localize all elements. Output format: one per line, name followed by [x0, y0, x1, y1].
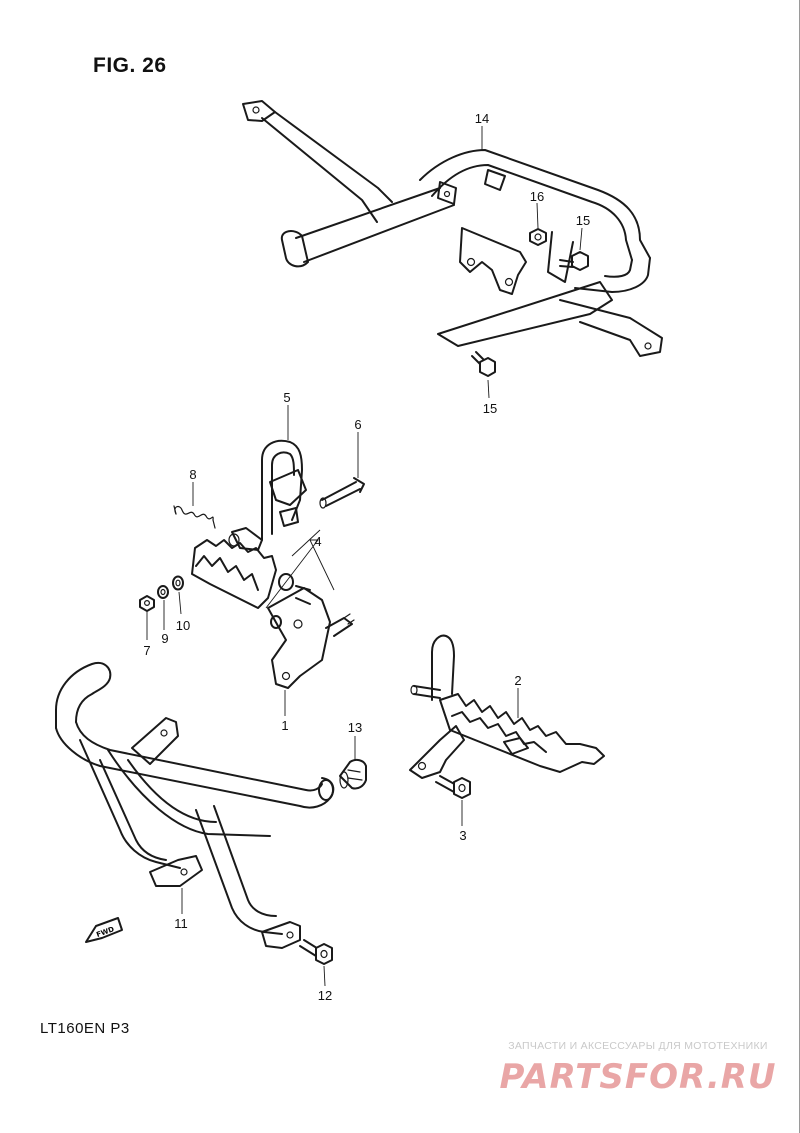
part-7-nut [139, 595, 155, 612]
part-3-bolt [435, 775, 471, 799]
callout-9: 9 [161, 631, 168, 646]
watermark-tagline: ЗАПЧАСТИ И АКСЕССУАРЫ ДЛЯ МОТОТЕХНИКИ [508, 1040, 768, 1052]
fwd-arrow-icon: FWD [85, 917, 123, 943]
callout-16: 16 [530, 189, 544, 204]
callout-2: 2 [514, 673, 521, 688]
callout-7: 7 [143, 643, 150, 658]
callout-12: 12 [318, 988, 332, 1003]
part-11-guard-tube [55, 662, 335, 949]
part-6-pin [319, 477, 365, 509]
part-1-footpeg-bracket [191, 527, 355, 689]
part-4-bracket-lines [265, 529, 335, 609]
part-15-bolt-lower [471, 351, 496, 377]
watermark-logo: PARTSFOR.RU [499, 1057, 776, 1097]
callout-13: 13 [348, 720, 362, 735]
part-5-heel-guard [261, 439, 307, 541]
callout-3: 3 [459, 828, 466, 843]
callout-1: 1 [281, 718, 288, 733]
part-16-nut [529, 228, 547, 246]
callout-15-lower: 15 [483, 401, 497, 416]
part-14-frame-bracket [242, 100, 663, 357]
part-2-footpeg-right [409, 634, 605, 779]
callout-10: 10 [176, 618, 190, 633]
callout-5: 5 [283, 390, 290, 405]
part-8-spring [173, 505, 216, 529]
part-12-bolt [299, 939, 333, 965]
callout-labels: 14 16 15 15 5 6 8 4 7 9 10 1 2 13 3 11 1… [143, 111, 590, 1003]
callout-8: 8 [189, 467, 196, 482]
watermark: ЗАПЧАСТИ И АКСЕССУАРЫ ДЛЯ МОТОТЕХНИКИ PA… [488, 1040, 788, 1098]
model-code: LT160EN P3 [40, 1020, 130, 1037]
callout-6: 6 [354, 417, 361, 432]
callout-4: 4 [314, 534, 321, 549]
watermark-logo-text: PARTSFOR.RU [499, 1057, 776, 1097]
part-13-cap [339, 758, 367, 790]
figure-title: FIG. 26 [93, 54, 167, 77]
part-10-washer [172, 575, 184, 591]
callout-11: 11 [174, 916, 188, 931]
callout-14: 14 [475, 111, 489, 126]
part-9-washer [157, 585, 169, 599]
callout-15-upper: 15 [576, 213, 590, 228]
leader-lines [146, 126, 583, 987]
part-15-bolt-upper [559, 251, 589, 271]
